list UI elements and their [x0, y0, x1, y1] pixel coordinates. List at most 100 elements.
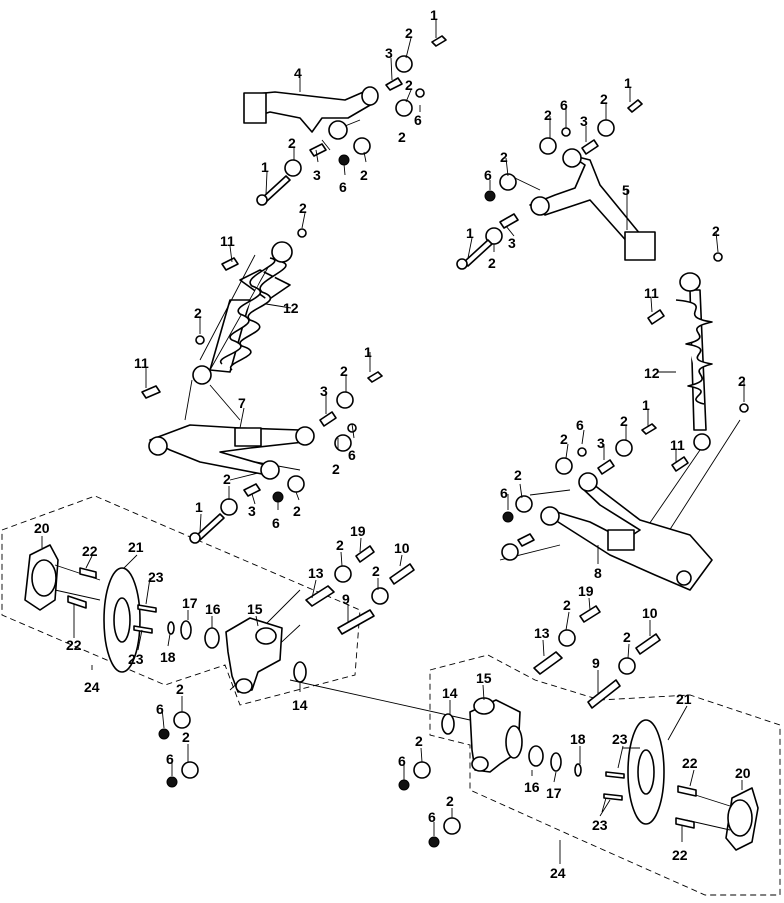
- callout-6: 6: [428, 809, 436, 825]
- callout-2: 2: [372, 563, 380, 579]
- callout-2: 2: [340, 363, 348, 379]
- callout-6: 6: [348, 447, 356, 463]
- callout-13: 13: [308, 565, 324, 581]
- callout-24: 24: [550, 865, 566, 881]
- callout-2: 2: [488, 255, 496, 271]
- callout-1: 1: [466, 225, 474, 241]
- callout-leaders: [41, 20, 745, 864]
- callout-15: 15: [476, 670, 492, 686]
- callout-2: 2: [446, 793, 454, 809]
- callout-2: 2: [560, 431, 568, 447]
- callout-2: 2: [360, 167, 368, 183]
- callout-23: 23: [592, 817, 608, 833]
- callout-3: 3: [580, 113, 588, 129]
- callout-16: 16: [205, 601, 221, 617]
- bolts-upper-right: [456, 99, 643, 270]
- assembly-line-cross: [289, 679, 471, 721]
- callout-2: 2: [176, 681, 184, 697]
- callout-2: 2: [194, 305, 202, 321]
- callout-14: 14: [442, 685, 458, 701]
- callout-2: 2: [623, 629, 631, 645]
- callout-17: 17: [182, 595, 198, 611]
- callout-3: 3: [313, 167, 321, 183]
- callout-11: 11: [134, 355, 149, 371]
- upper-arm-right: [529, 148, 656, 261]
- callout-9: 9: [342, 591, 350, 607]
- callout-9: 9: [592, 655, 600, 671]
- pins-knuckle-right: [398, 605, 661, 848]
- callout-12: 12: [283, 300, 299, 316]
- callout-2: 2: [712, 223, 720, 239]
- callout-10: 10: [642, 605, 658, 621]
- callout-22: 22: [672, 847, 688, 863]
- callout-2: 2: [415, 733, 423, 749]
- callout-2: 2: [398, 129, 406, 145]
- bearings-left: [167, 620, 307, 683]
- callout-6: 6: [560, 97, 568, 113]
- fasteners-shock-right: [647, 252, 749, 472]
- callout-2: 2: [514, 467, 522, 483]
- callout-23: 23: [148, 569, 164, 585]
- callout-21: 21: [128, 539, 144, 555]
- callout-6: 6: [484, 167, 492, 183]
- callout-2: 2: [336, 537, 344, 553]
- callout-2: 2: [332, 461, 340, 477]
- callout-6: 6: [339, 179, 347, 195]
- callout-21: 21: [676, 691, 692, 707]
- callout-24: 24: [84, 679, 100, 695]
- callout-6: 6: [414, 112, 422, 128]
- callout-2: 2: [405, 25, 413, 41]
- callout-1: 1: [364, 344, 372, 360]
- assembly-line-shock-right: [644, 419, 741, 546]
- callout-8: 8: [594, 565, 602, 581]
- callout-1: 1: [261, 159, 269, 175]
- callout-6: 6: [500, 485, 508, 501]
- fasteners-shock-left: [141, 228, 307, 399]
- callout-2: 2: [563, 597, 571, 613]
- callout-15: 15: [247, 601, 263, 617]
- bolts-upper-left: [256, 35, 447, 206]
- callout-6: 6: [166, 751, 174, 767]
- callout-2: 2: [500, 149, 508, 165]
- bolts-lower-right: [501, 423, 657, 561]
- callout-11: 11: [220, 233, 235, 249]
- callout-16: 16: [524, 779, 540, 795]
- bearings-right: [441, 713, 582, 777]
- lower-arm-right: [540, 472, 713, 591]
- callout-2: 2: [544, 107, 552, 123]
- callout-6: 6: [156, 701, 164, 717]
- bolts-disc-left: [133, 604, 157, 634]
- callout-10: 10: [394, 540, 410, 556]
- callout-1: 1: [624, 75, 632, 91]
- callout-13: 13: [534, 625, 550, 641]
- callout-3: 3: [248, 503, 256, 519]
- callout-22: 22: [66, 637, 82, 653]
- callout-labels: 1 2 3 4 2 6 2 2 3 2 6 1 1 2 6 2 3 2 6 5 …: [34, 7, 751, 881]
- callout-22: 22: [82, 543, 98, 559]
- callout-17: 17: [546, 785, 562, 801]
- callout-6: 6: [576, 417, 584, 433]
- callout-2: 2: [405, 77, 413, 93]
- callout-2: 2: [299, 200, 307, 216]
- callout-2: 2: [620, 413, 628, 429]
- callout-1: 1: [642, 397, 650, 413]
- callout-6: 6: [272, 515, 280, 531]
- callout-2: 2: [182, 729, 190, 745]
- callout-3: 3: [508, 235, 516, 251]
- callout-12: 12: [644, 365, 660, 381]
- callout-20: 20: [735, 765, 751, 781]
- shock-absorber-right: [675, 272, 713, 451]
- assembly-line-shock-left: [184, 379, 241, 421]
- callout-3: 3: [385, 45, 393, 61]
- callout-2: 2: [223, 471, 231, 487]
- dashed-box-right-hub: [429, 654, 781, 896]
- upper-arm-left: [243, 86, 379, 140]
- hub-left: [24, 544, 101, 611]
- callout-18: 18: [160, 649, 176, 665]
- callout-3: 3: [597, 435, 605, 451]
- callout-23: 23: [128, 651, 144, 667]
- shock-absorber-left: [192, 241, 293, 385]
- callout-19: 19: [578, 583, 594, 599]
- callout-2: 2: [600, 91, 608, 107]
